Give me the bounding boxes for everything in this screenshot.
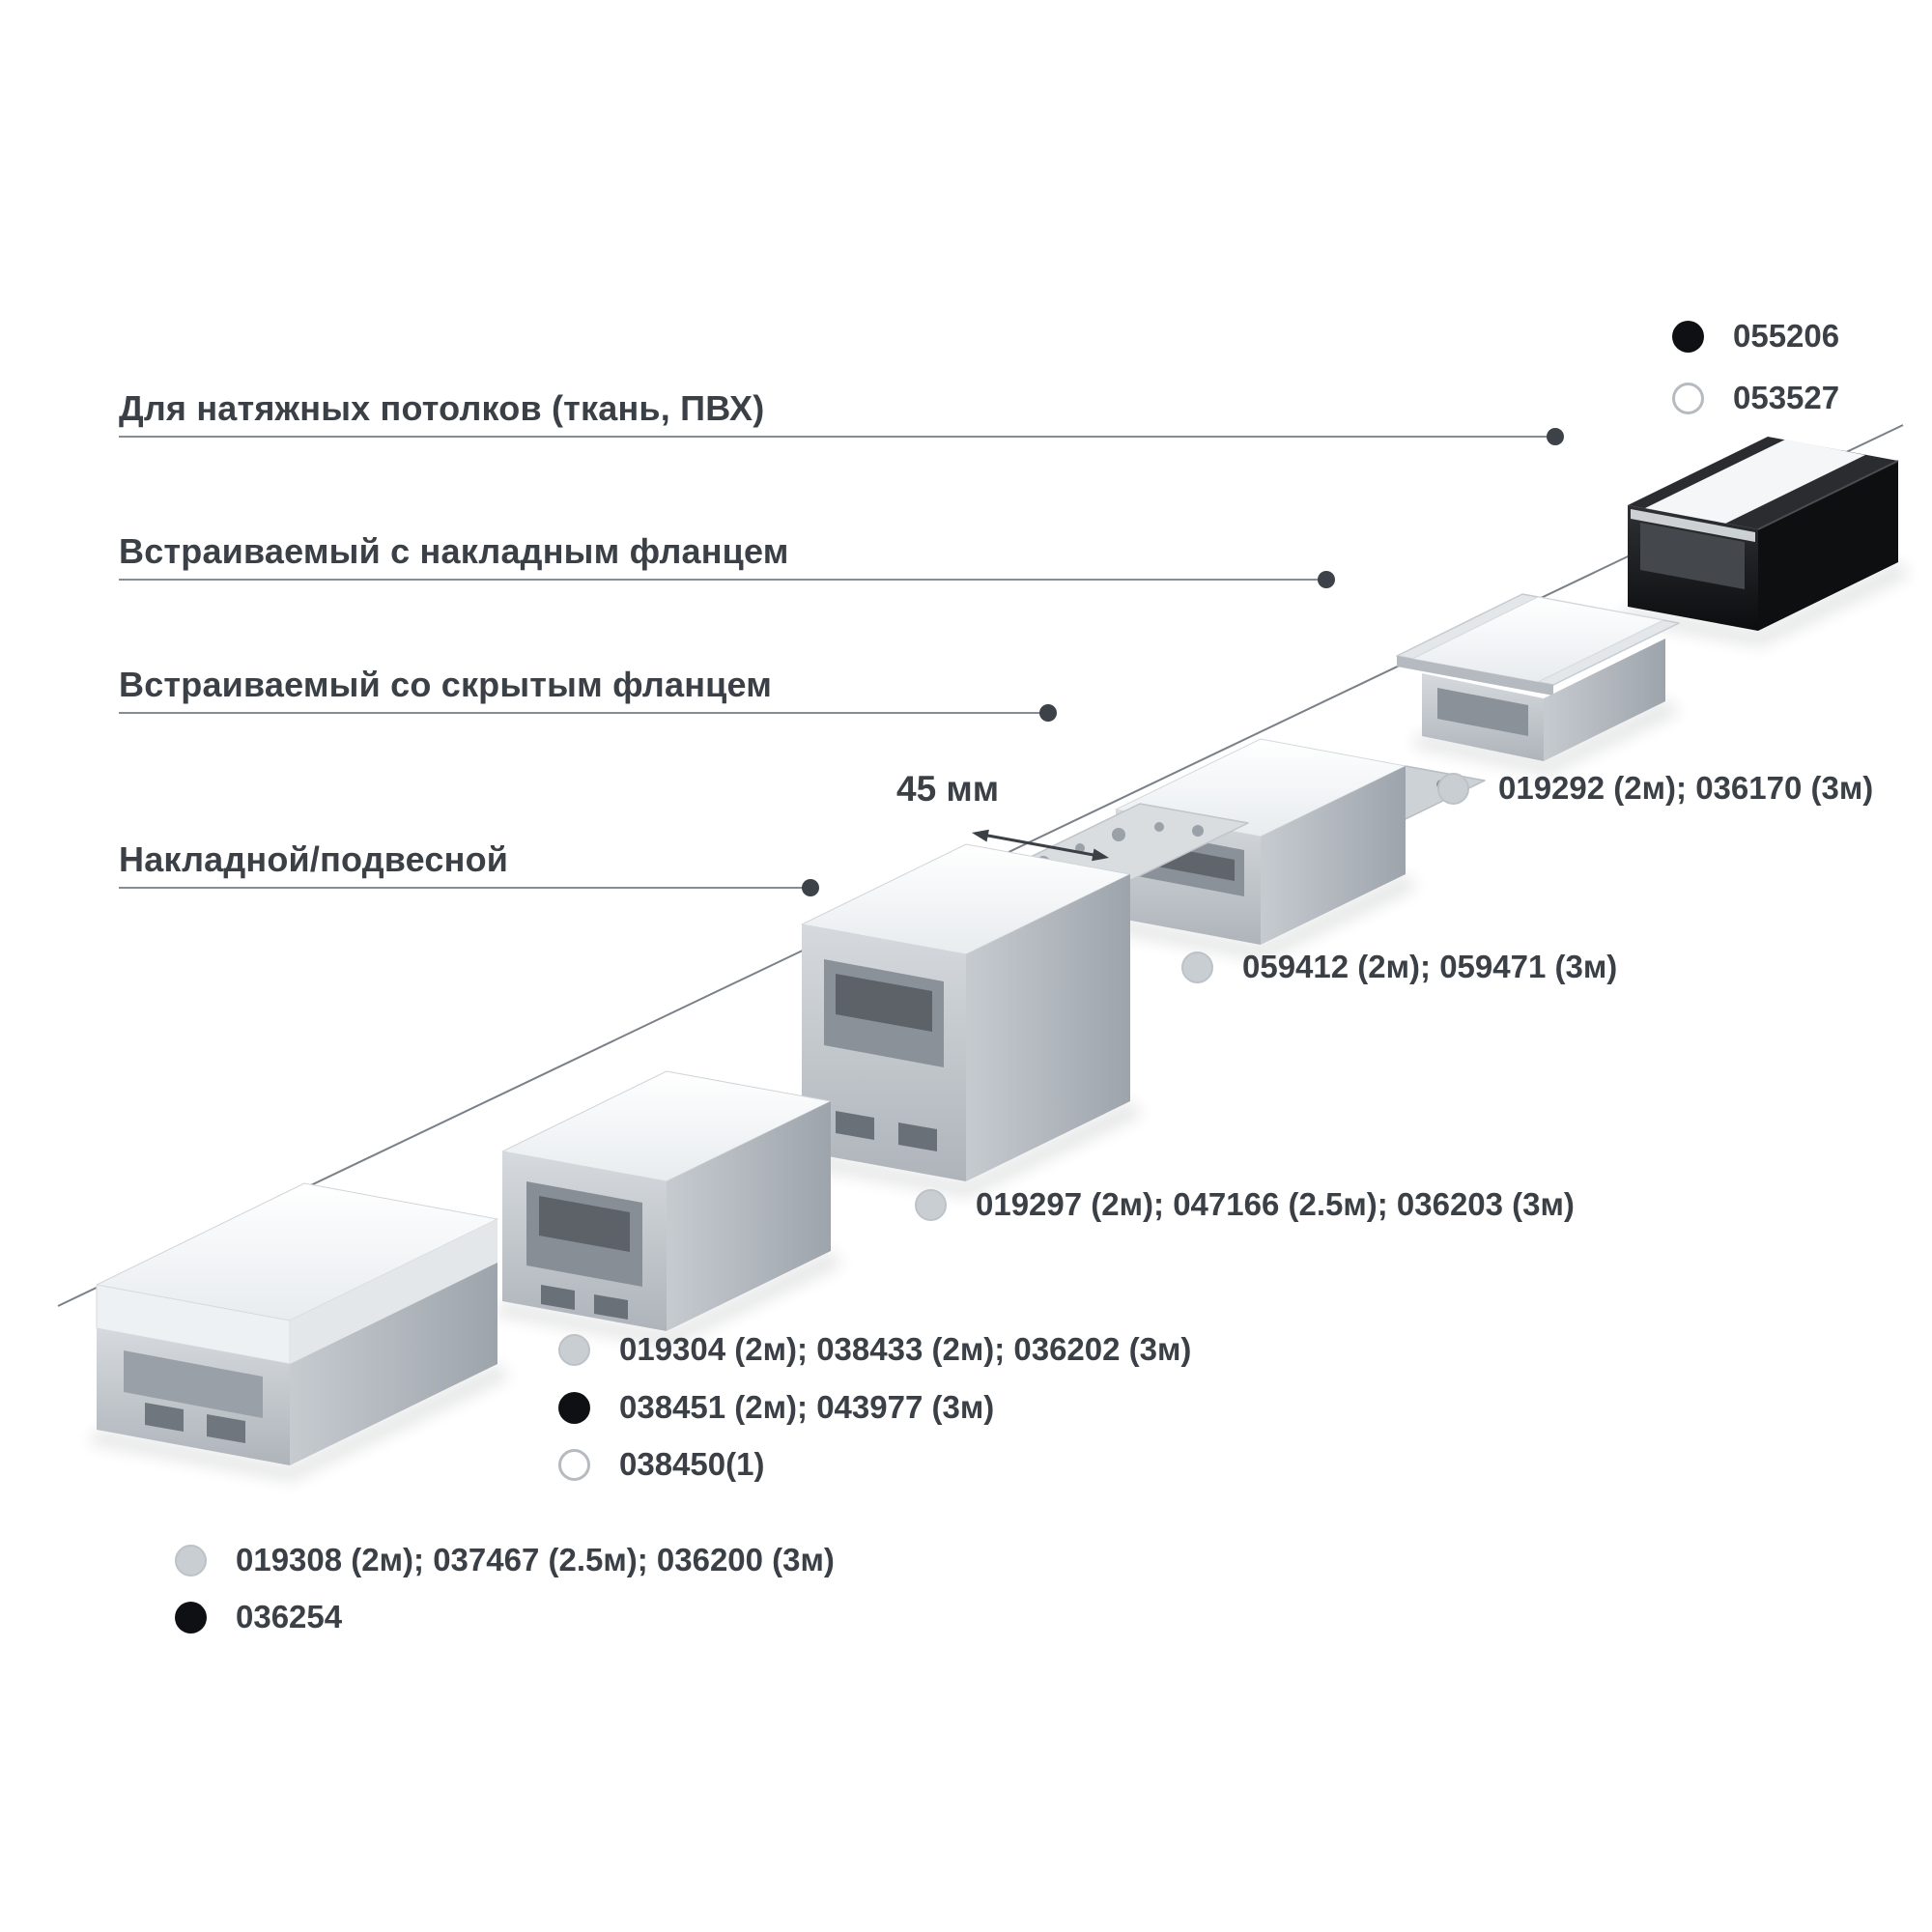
legend-row: 055206 xyxy=(1672,318,1839,355)
variant-color-dot-icon xyxy=(1181,951,1213,983)
variant-color-dot-icon xyxy=(558,1333,590,1366)
product-code: 036254 xyxy=(236,1599,343,1634)
variant-color-dot-icon xyxy=(1672,320,1704,353)
profile-surface-medium xyxy=(501,1070,832,1331)
profile-shadows xyxy=(89,562,1910,1481)
variant-color-dot-icon xyxy=(1437,772,1469,805)
variant-color-dot-icon xyxy=(558,1448,590,1481)
variant-color-dot-icon xyxy=(915,1188,947,1221)
product-code-row: 019308 (2м); 037467 (2.5м); 036200 (3м) xyxy=(175,1542,835,1578)
profile-surface-45mm xyxy=(801,843,1131,1181)
dimension-arrow-45mm xyxy=(972,829,1109,862)
profile-recessed-flange xyxy=(1396,593,1680,761)
product-code: 019304 (2м); 038433 (2м); 036202 (3м) xyxy=(619,1331,1192,1367)
profile-stretch-ceiling xyxy=(1628,437,1899,631)
product-code: 053527 xyxy=(1733,380,1840,415)
category-label-stretch-ceiling: Для натяжных потолков (ткань, ПВХ) xyxy=(119,388,765,428)
dimension-label: 45 мм xyxy=(896,769,1000,809)
category-label-recessed-hidden-flange: Встраиваемый со скрытым фланцем xyxy=(119,665,773,704)
category-label-recessed-flange: Встраиваемый с накладным фланцем xyxy=(119,531,789,571)
variant-color-dot-icon xyxy=(175,1601,207,1634)
variant-color-dot-icon xyxy=(558,1391,590,1424)
product-code-row: 019297 (2м); 047166 (2.5м); 036203 (3м) xyxy=(915,1186,1575,1223)
product-code: 059412 (2м); 059471 (3м) xyxy=(1242,949,1618,984)
product-code: 019297 (2м); 047166 (2.5м); 036203 (3м) xyxy=(976,1186,1575,1222)
category-leader-dots xyxy=(802,428,1564,896)
variant-color-dot-icon xyxy=(175,1544,207,1577)
product-code: 055206 xyxy=(1733,318,1840,354)
product-code: 019292 (2м); 036170 (3м) xyxy=(1498,770,1874,806)
category-leader-lines xyxy=(119,436,1555,889)
product-code: 019308 (2м); 037467 (2.5м); 036200 (3м) xyxy=(236,1542,835,1577)
product-code-row: 019292 (2м); 036170 (3м) xyxy=(1437,770,1873,807)
product-code: 038451 (2м); 043977 (3м) xyxy=(619,1389,995,1425)
product-code-row: 038451 (2м); 043977 (3м) xyxy=(558,1389,994,1426)
category-label-surface-suspended: Накладной/подвесной xyxy=(119,839,509,879)
product-code-row: 059412 (2м); 059471 (3м) xyxy=(1181,949,1617,985)
product-code: 038450(1) xyxy=(619,1446,765,1482)
variant-color-dot-icon xyxy=(1672,382,1704,414)
product-code-row: 036254 xyxy=(175,1599,342,1635)
product-code-row: 019304 (2м); 038433 (2м); 036202 (3м) xyxy=(558,1331,1191,1368)
profile-surface-low xyxy=(96,1182,498,1465)
product-code-row: 038450(1) xyxy=(558,1446,764,1483)
legend-row: 053527 xyxy=(1672,380,1839,416)
